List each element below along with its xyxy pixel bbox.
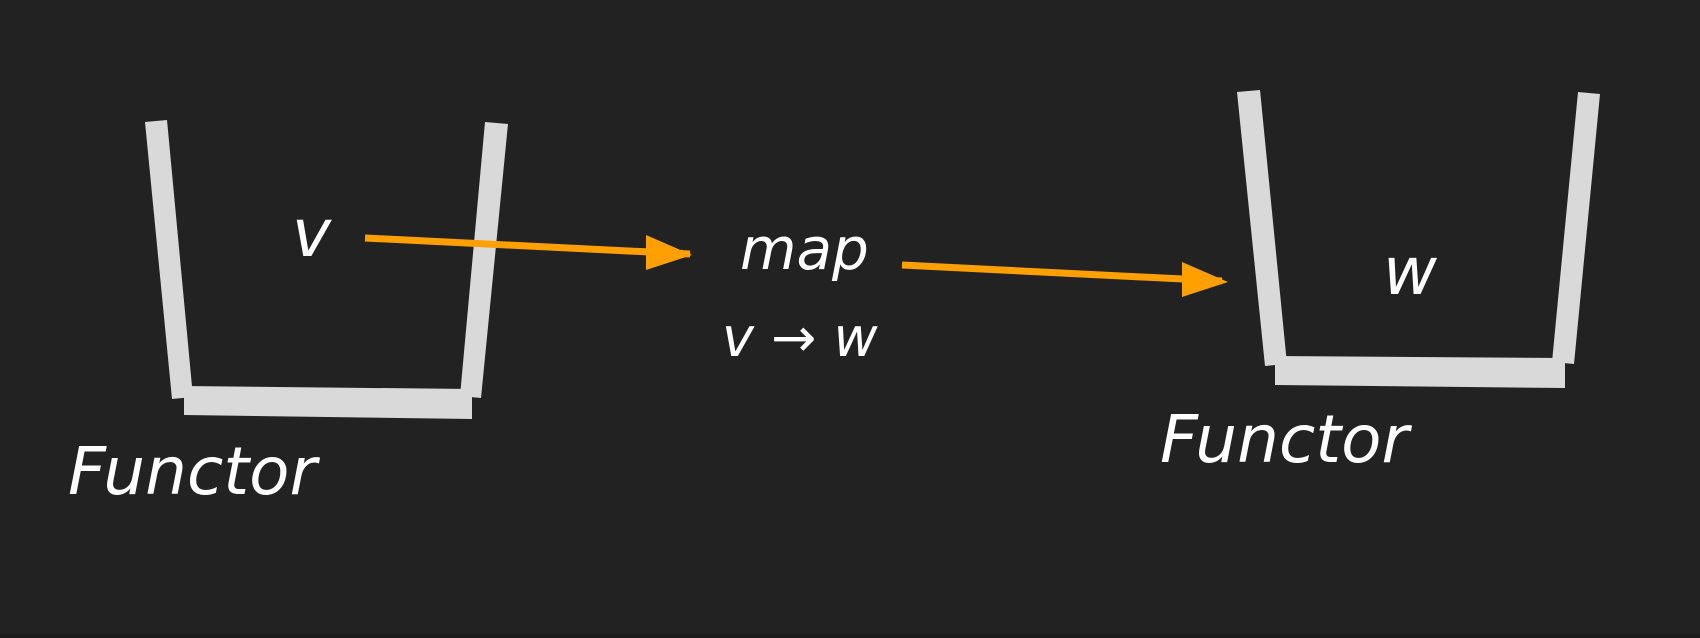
map-title-label: map: [740, 215, 869, 283]
arrow-to-right-functor-head: [1182, 262, 1228, 297]
left-value-label: v: [292, 195, 332, 272]
arrow-to-right-functor: [901, 261, 1223, 285]
right-value-label: w: [1383, 233, 1438, 310]
right-container-left-wall: [1237, 90, 1287, 366]
bottom-edge: [0, 634, 1700, 638]
right-container-base: [1275, 356, 1565, 388]
arrow-to-map: [364, 234, 691, 258]
left-functor-container: [145, 120, 508, 419]
right-functor-container: [1237, 90, 1600, 388]
left-functor-label: Functor: [68, 433, 320, 510]
left-container-left-wall: [145, 120, 193, 399]
map-signature-label: v → w: [722, 306, 879, 369]
left-container-right-wall: [460, 122, 508, 398]
left-container-base: [184, 386, 472, 419]
right-container-right-wall: [1552, 92, 1600, 364]
right-functor-label: Functor: [1160, 401, 1412, 478]
arrow-to-map-head: [646, 235, 692, 270]
